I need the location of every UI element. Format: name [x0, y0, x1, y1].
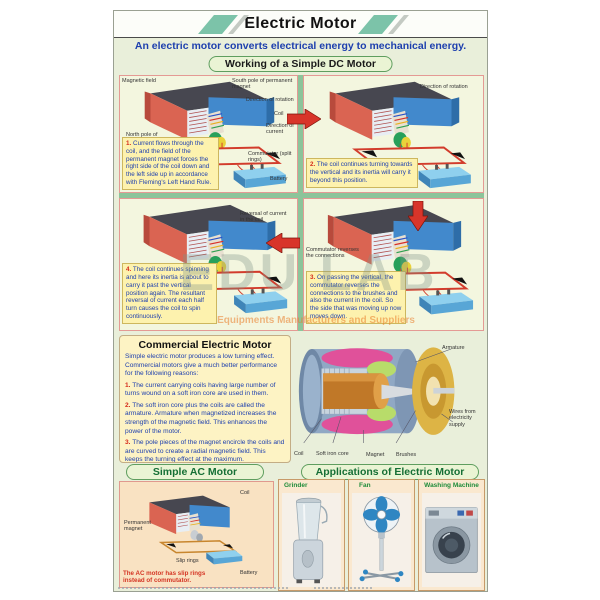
commercial-motor-card: Commercial Electric Motor Simple electri… [119, 335, 291, 463]
poster-subtitle: An electric motor converts electrical en… [134, 40, 467, 52]
label-permanent-magnet: Permanent magnet [124, 520, 151, 533]
caption-step-3: 3. On passing the vertical, the commutat… [306, 270, 406, 324]
label-slip-rings: Slip rings [176, 558, 199, 564]
washing-machine-figure [422, 493, 481, 587]
label-coil: Coil [274, 111, 284, 117]
label-battery: Battery [240, 570, 258, 576]
label-brushes: Brushes [396, 452, 417, 458]
caption-1-text: Current flows through the coil, and the … [126, 139, 212, 187]
application-card-grinder: Grinder [278, 479, 345, 591]
label-commutator-reverses: Commutator reverses the connections [306, 247, 359, 260]
point-3-text: The pole pieces of the magnet encircle t… [125, 439, 285, 463]
label-direction-of-rotation: Direction of rotation [246, 97, 294, 103]
label-magnetic-field: Magnetic field [122, 78, 156, 84]
commercial-point-3: 3. The pole pieces of the magnet encircl… [125, 439, 285, 463]
grinder-label: Grinder [284, 482, 308, 489]
label-reversal-of-current: Reversal of current in the coil [240, 211, 287, 224]
commercial-motor-diagram: Armature Wires from electricity supply C… [292, 331, 484, 467]
caption-step-2: 2. The coil continues turning towards th… [306, 158, 418, 188]
applications-header: Applications of Electric Motor [301, 464, 479, 480]
motor-cutaway-icon [298, 347, 455, 444]
label-direction-of-current: Direction of current [266, 123, 294, 136]
point-1-number: 1. [125, 381, 131, 389]
label-battery: Battery [270, 176, 288, 182]
label-magnet: Magnet [366, 452, 385, 458]
application-card-washing-machine: Washing Machine [418, 479, 485, 591]
fine-print-line [314, 587, 374, 589]
ac-motor-panel: Coil Permanent magnet Slip rings Battery… [119, 481, 274, 588]
ac-motor-diagram [149, 495, 243, 565]
page-title: Electric Motor [244, 15, 357, 32]
label-wires: Wires from electricity supply [449, 409, 476, 428]
fan-label: Fan [359, 482, 371, 489]
fine-print-line [118, 587, 288, 589]
label-commutator: Commutator (split rings) [248, 151, 292, 164]
label-direction-of-rotation: Direction of rotation [420, 84, 468, 90]
caption-1-number: 1. [126, 139, 132, 147]
commercial-point-2: 2. The soft iron core plus the coils are… [125, 402, 285, 436]
caption-2-text: The coil continues turning towards the v… [310, 161, 413, 185]
caption-4-number: 4. [126, 265, 132, 273]
label-soft-iron-core: Soft iron core [316, 451, 349, 457]
point-2-text: The soft iron core plus the coils are ca… [125, 401, 277, 435]
point-1-text: The current carrying coils having large … [125, 381, 276, 398]
commercial-motor-intro: Simple electric motor produces a low tur… [125, 353, 278, 378]
fan-icon [359, 496, 404, 583]
dc-panel-4: Reversal of current in the coil 4. The c… [119, 198, 298, 331]
grid-divider-horizontal [119, 193, 484, 198]
fan-figure [352, 493, 411, 587]
grinder-icon [293, 497, 328, 584]
label-armature: Armature [442, 345, 465, 351]
caption-2-number: 2. [310, 161, 316, 169]
washing-machine-icon [425, 507, 478, 573]
point-3-number: 3. [125, 439, 131, 447]
label-south-pole: South pole of permanent magnet [232, 78, 293, 91]
point-2-number: 2. [125, 401, 131, 409]
dc-panel-2: Direction of rotation 2. The coil contin… [303, 75, 484, 193]
commercial-point-1: 1. The current carrying coils having lar… [125, 382, 285, 399]
caption-3-text: On passing the vertical, the commutator … [310, 273, 402, 321]
arrow-down-icon [408, 201, 428, 231]
ac-section-header: Simple AC Motor [126, 464, 264, 480]
ac-motor-caption: The AC motor has slip rings instead of c… [123, 569, 206, 585]
caption-3-number: 3. [310, 273, 316, 281]
grinder-figure [282, 493, 341, 587]
dc-section-header: Working of a Simple DC Motor [208, 56, 393, 72]
dc-panel-3: Commutator reverses the connections 3. O… [303, 198, 484, 331]
arrow-left-icon [266, 233, 300, 253]
grid-divider-vertical [298, 75, 303, 331]
dc-panel-1: Magnetic field South pole of permanent m… [119, 75, 298, 193]
caption-step-1: 1. Current flows through the coil, and t… [122, 136, 219, 190]
label-coil: Coil [240, 490, 250, 496]
label-coil: Coil [294, 451, 304, 457]
commercial-motor-title: Commercial Electric Motor [138, 339, 272, 351]
electric-motor-poster: Electric Motor An electric motor convert… [113, 10, 488, 592]
header-banner: Electric Motor [114, 11, 487, 38]
arrow-right-icon [287, 109, 321, 129]
caption-step-4: 4. The coil continues spinning and here … [122, 262, 217, 324]
caption-4-text: The coil continues spinning and here its… [126, 265, 209, 321]
washing-machine-label: Washing Machine [424, 482, 479, 489]
application-card-fan: Fan [348, 479, 415, 591]
